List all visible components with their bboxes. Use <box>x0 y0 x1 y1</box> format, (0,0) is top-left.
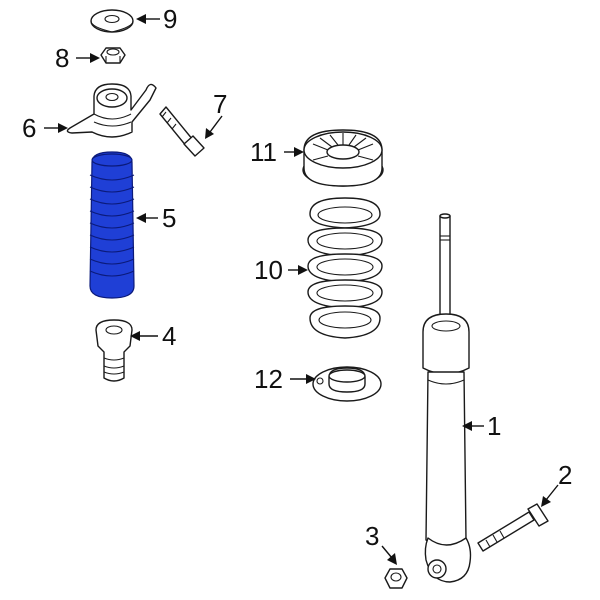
callout-6: 6 <box>22 113 68 143</box>
part-nut-lower <box>384 568 408 589</box>
callout-label-7: 7 <box>213 89 227 119</box>
callout-label-5: 5 <box>162 203 176 233</box>
part-washer <box>90 9 134 33</box>
arrowhead-icon <box>387 553 397 565</box>
callout-label-9: 9 <box>163 4 177 34</box>
callout-3: 3 <box>365 521 397 565</box>
arrowhead-icon <box>205 128 214 139</box>
callout-label-1: 1 <box>487 411 501 441</box>
part-upper-spring-seat <box>302 129 384 187</box>
callout-12: 12 <box>254 364 316 394</box>
callout-label-2: 2 <box>558 460 572 490</box>
callout-9: 9 <box>136 4 177 34</box>
part-lower-spring-seat <box>312 366 382 402</box>
arrowhead-icon <box>136 14 146 24</box>
callout-7: 7 <box>205 89 227 139</box>
arrowhead-icon <box>294 147 304 157</box>
part-bolt-long <box>477 503 549 552</box>
arrowhead-icon <box>541 496 551 507</box>
arrowhead-icon <box>90 53 100 63</box>
callout-11: 11 <box>250 137 304 167</box>
callout-label-10: 10 <box>254 255 283 285</box>
callout-label-11: 11 <box>250 137 277 167</box>
callout-5: 5 <box>136 203 176 233</box>
arrowhead-icon <box>130 331 140 341</box>
part-dust-boot-highlighted <box>89 151 135 299</box>
callout-label-6: 6 <box>22 113 36 143</box>
part-coil-spring <box>307 197 383 339</box>
arrowhead-icon <box>298 265 308 275</box>
callout-10: 10 <box>254 255 308 285</box>
part-upper-mount <box>66 83 157 138</box>
part-bolt-short <box>159 106 205 157</box>
callout-2: 2 <box>541 460 572 507</box>
part-shock-absorber <box>422 213 472 583</box>
callout-1: 1 <box>462 411 501 441</box>
part-bump-stop <box>95 319 133 382</box>
arrowhead-icon <box>306 374 316 384</box>
callout-4: 4 <box>130 321 176 351</box>
callout-label-4: 4 <box>162 321 176 351</box>
arrowhead-icon <box>462 421 472 431</box>
callout-label-12: 12 <box>254 364 283 394</box>
arrowhead-icon <box>136 213 146 223</box>
part-nut-small <box>100 47 126 64</box>
callout-8: 8 <box>55 43 100 73</box>
arrowhead-icon <box>58 123 68 133</box>
callout-label-8: 8 <box>55 43 69 73</box>
callout-label-3: 3 <box>365 521 379 551</box>
